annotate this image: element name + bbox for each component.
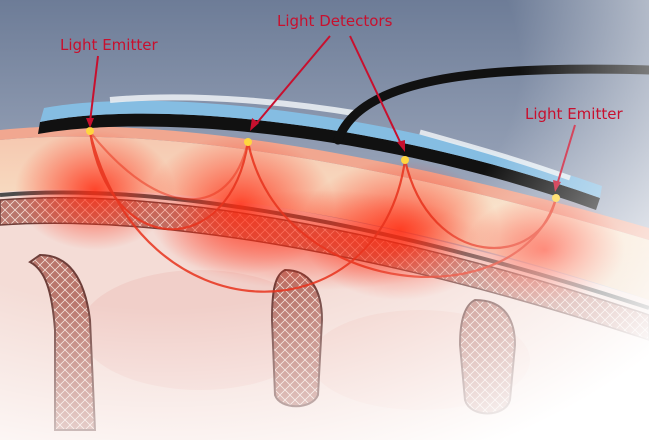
label-light-emitter-right: Light Emitter — [525, 105, 623, 123]
label-light-detectors: Light Detectors — [277, 12, 392, 30]
label-light-emitter-left: Light Emitter — [60, 36, 158, 54]
